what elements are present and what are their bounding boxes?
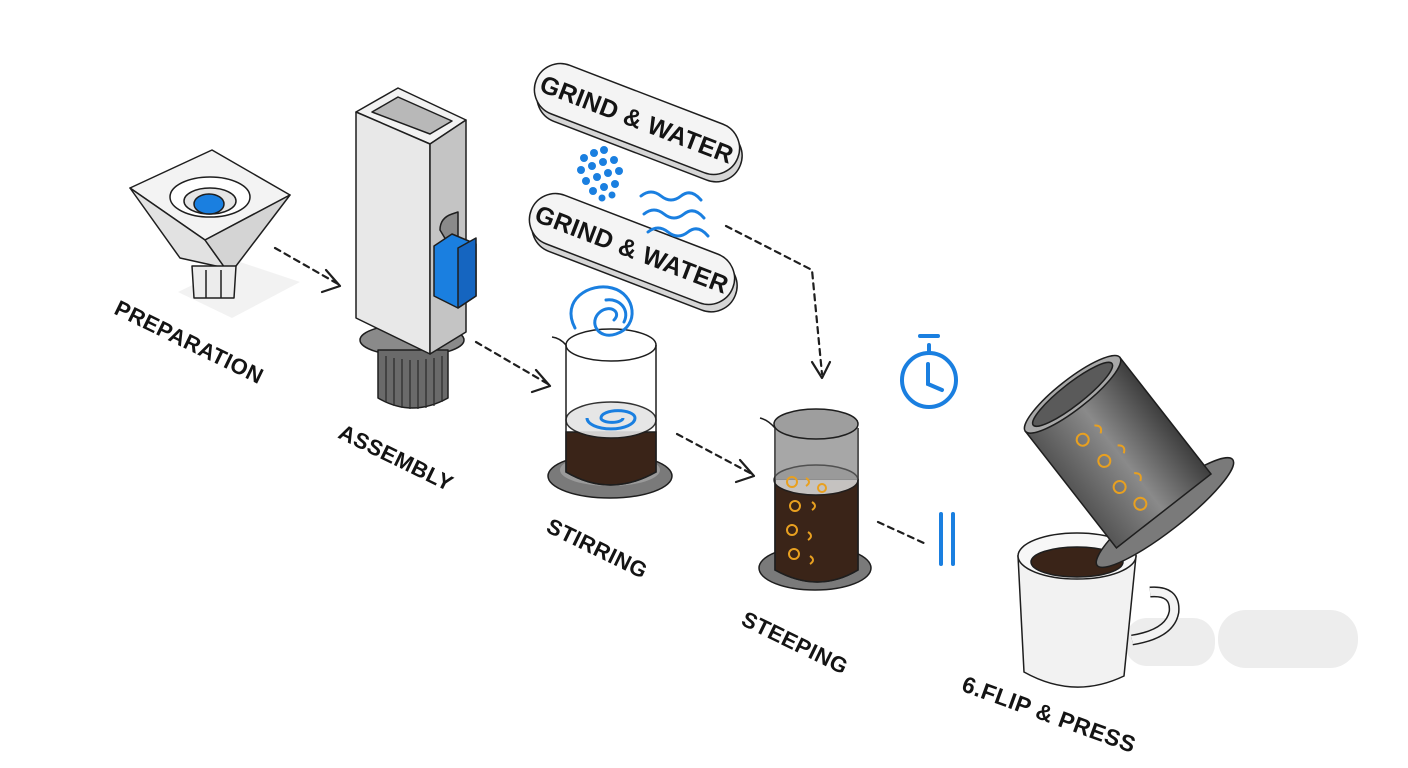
arrow-preparation-to-assembly xyxy=(273,246,340,286)
grind-water-pill-bottom: GRIND & WATER xyxy=(528,192,738,313)
arrow-grind-water-to-steeping xyxy=(724,224,824,376)
funnel-illustration xyxy=(129,149,300,318)
dots-grounds-icon xyxy=(577,146,623,202)
arrow-assembly-to-stirring xyxy=(474,340,550,386)
water-waves-icon xyxy=(639,190,710,238)
grind-water-pill-top: GRIND & WATER xyxy=(533,62,743,183)
flow-arrows xyxy=(273,224,928,546)
arrow-steeping-to-flip xyxy=(876,520,928,546)
flip-press-illustration xyxy=(1017,354,1358,688)
stirring-beaker-illustration xyxy=(547,328,673,499)
arrow-stirring-to-steeping xyxy=(675,432,754,476)
assembly-illustration xyxy=(355,87,477,409)
steeping-beaker-illustration xyxy=(758,408,872,591)
swirl-icon xyxy=(569,285,634,337)
timer-icon xyxy=(900,334,958,409)
arrow-heads xyxy=(320,268,832,484)
pause-icon xyxy=(939,512,955,566)
